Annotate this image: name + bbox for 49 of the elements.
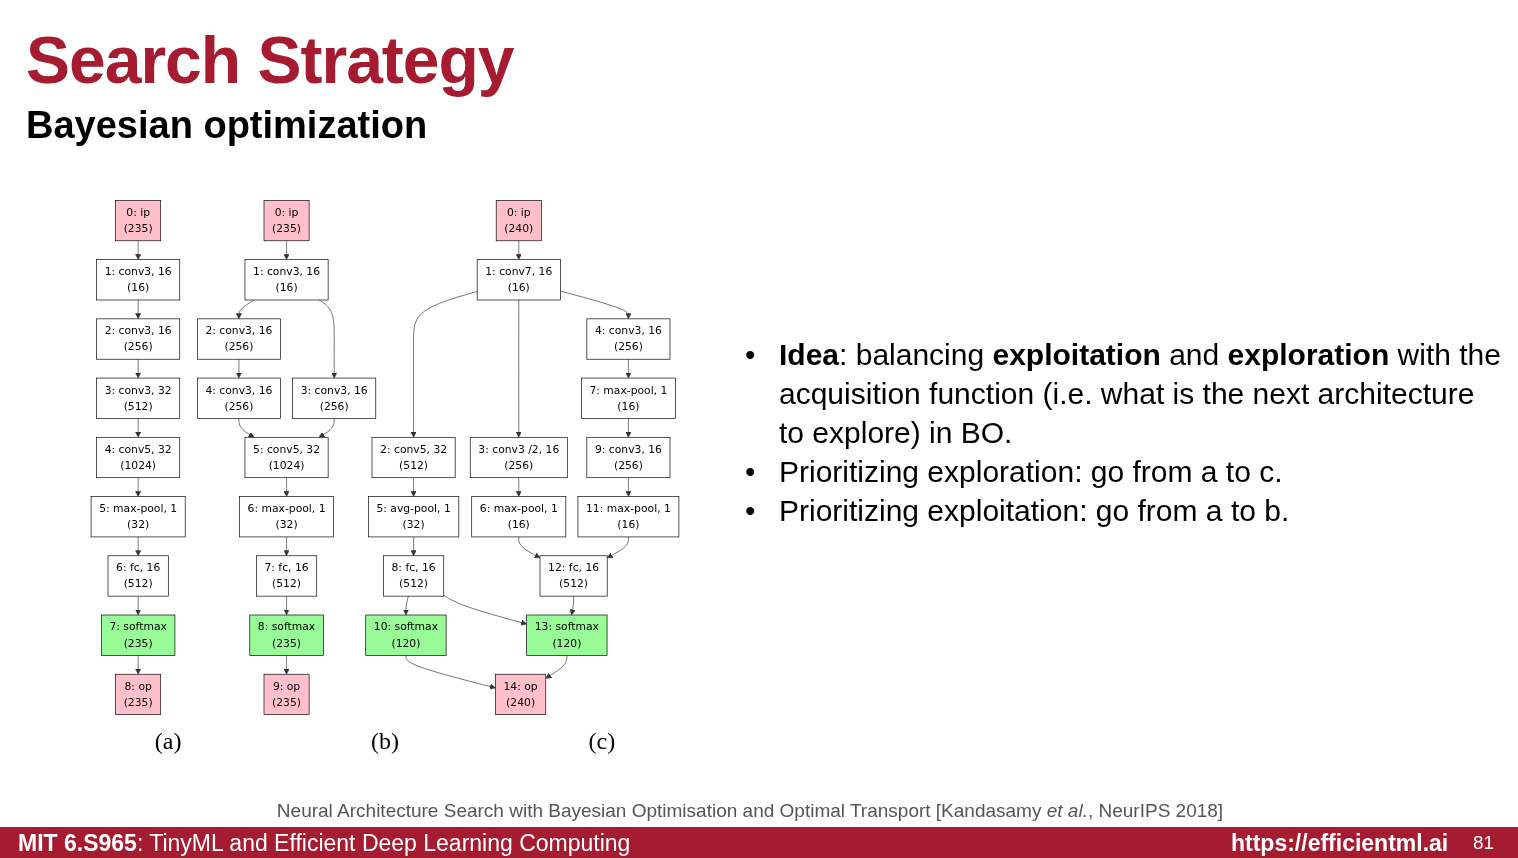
bullet-marker: • (745, 337, 757, 373)
node-box: 8: fc, 16 (512) (383, 555, 445, 597)
node-box: 6: max-pool, 1 (16) (471, 496, 567, 538)
panel-label: (c) (588, 728, 616, 755)
course-name: MIT 6.S965: TinyML and Efficient Deep Learning Computing (18, 830, 631, 857)
node-box: 0: ip (235) (263, 200, 310, 242)
node-box: 6: fc, 16 (512) (107, 555, 169, 597)
node-box: 9: op (235) (263, 673, 310, 715)
node-box: 0: ip (235) (115, 200, 162, 242)
panel-label: (a) (154, 728, 182, 755)
node-box: 1: conv3, 16 (16) (244, 259, 329, 301)
page-number: 81 (1473, 832, 1495, 854)
bullet-text: Prioritizing exploration: go from a to c. (779, 454, 1284, 490)
node-box: 5: avg-pool, 1 (32) (368, 496, 460, 538)
node-box: 14: op (240) (495, 673, 547, 715)
node-box: 4: conv5, 32 (1024) (96, 436, 181, 479)
node-box: 3: conv3 /2, 16 (256) (469, 436, 568, 479)
bullet-marker: • (745, 454, 757, 490)
bullet-marker: • (745, 493, 757, 529)
node-box: 13: softmax (120) (526, 614, 608, 656)
node-box: 2: conv3, 16 (256) (96, 318, 181, 360)
node-box: 11: max-pool, 1 (16) (577, 496, 680, 538)
node-box: 9: conv3, 16 (256) (586, 436, 671, 479)
node-box: 8: op (235) (115, 673, 162, 715)
slide-title: Search Strategy (26, 22, 514, 98)
node-box: 4: conv3, 16 (256) (197, 377, 281, 419)
node-box: 2: conv3, 16 (256) (197, 318, 281, 360)
node-box: 3: conv3, 32 (512) (96, 377, 181, 419)
node-box: 2: conv5, 32 (512) (371, 436, 456, 479)
slide-subtitle: Bayesian optimization (26, 104, 428, 147)
node-box: 8: softmax (235) (249, 614, 324, 656)
node-box: 12: fc, 16 (512) (539, 555, 608, 597)
node-box: 7: softmax (235) (101, 614, 176, 656)
node-box: 10: softmax (120) (365, 614, 447, 656)
node-box: 5: max-pool, 1 (32) (90, 496, 186, 538)
website-url: https://efficientml.ai (1231, 830, 1449, 857)
bullet-text: Idea: balancing exploitation and exploration with the acquisition function (i.e. what is the next architecture to explore) in BO. (779, 337, 1502, 451)
node-box: 5: conv5, 32 (1024) (244, 436, 329, 479)
node-box: 1: conv7, 16 (16) (476, 259, 561, 301)
citation-caption: Neural Architecture Search with Bayesian Optimisation and Optimal Transport [Kandasamy et al., NeurIPS 2018] (275, 800, 1225, 822)
node-box: 6: max-pool, 1 (32) (239, 496, 334, 538)
node-box: 1: conv3, 16 (16) (96, 259, 181, 301)
node-box: 4: conv3, 16 (256) (586, 318, 671, 360)
node-box: 0: ip (240) (495, 200, 542, 242)
node-box: 3: conv3, 16 (256) (292, 377, 377, 419)
node-box: 7: fc, 16 (512) (256, 555, 318, 597)
panel-label: (b) (371, 728, 399, 755)
bullet-text: Prioritizing exploitation: go from a to b. (779, 493, 1291, 529)
node-box: 7: max-pool, 1 (16) (581, 377, 676, 419)
